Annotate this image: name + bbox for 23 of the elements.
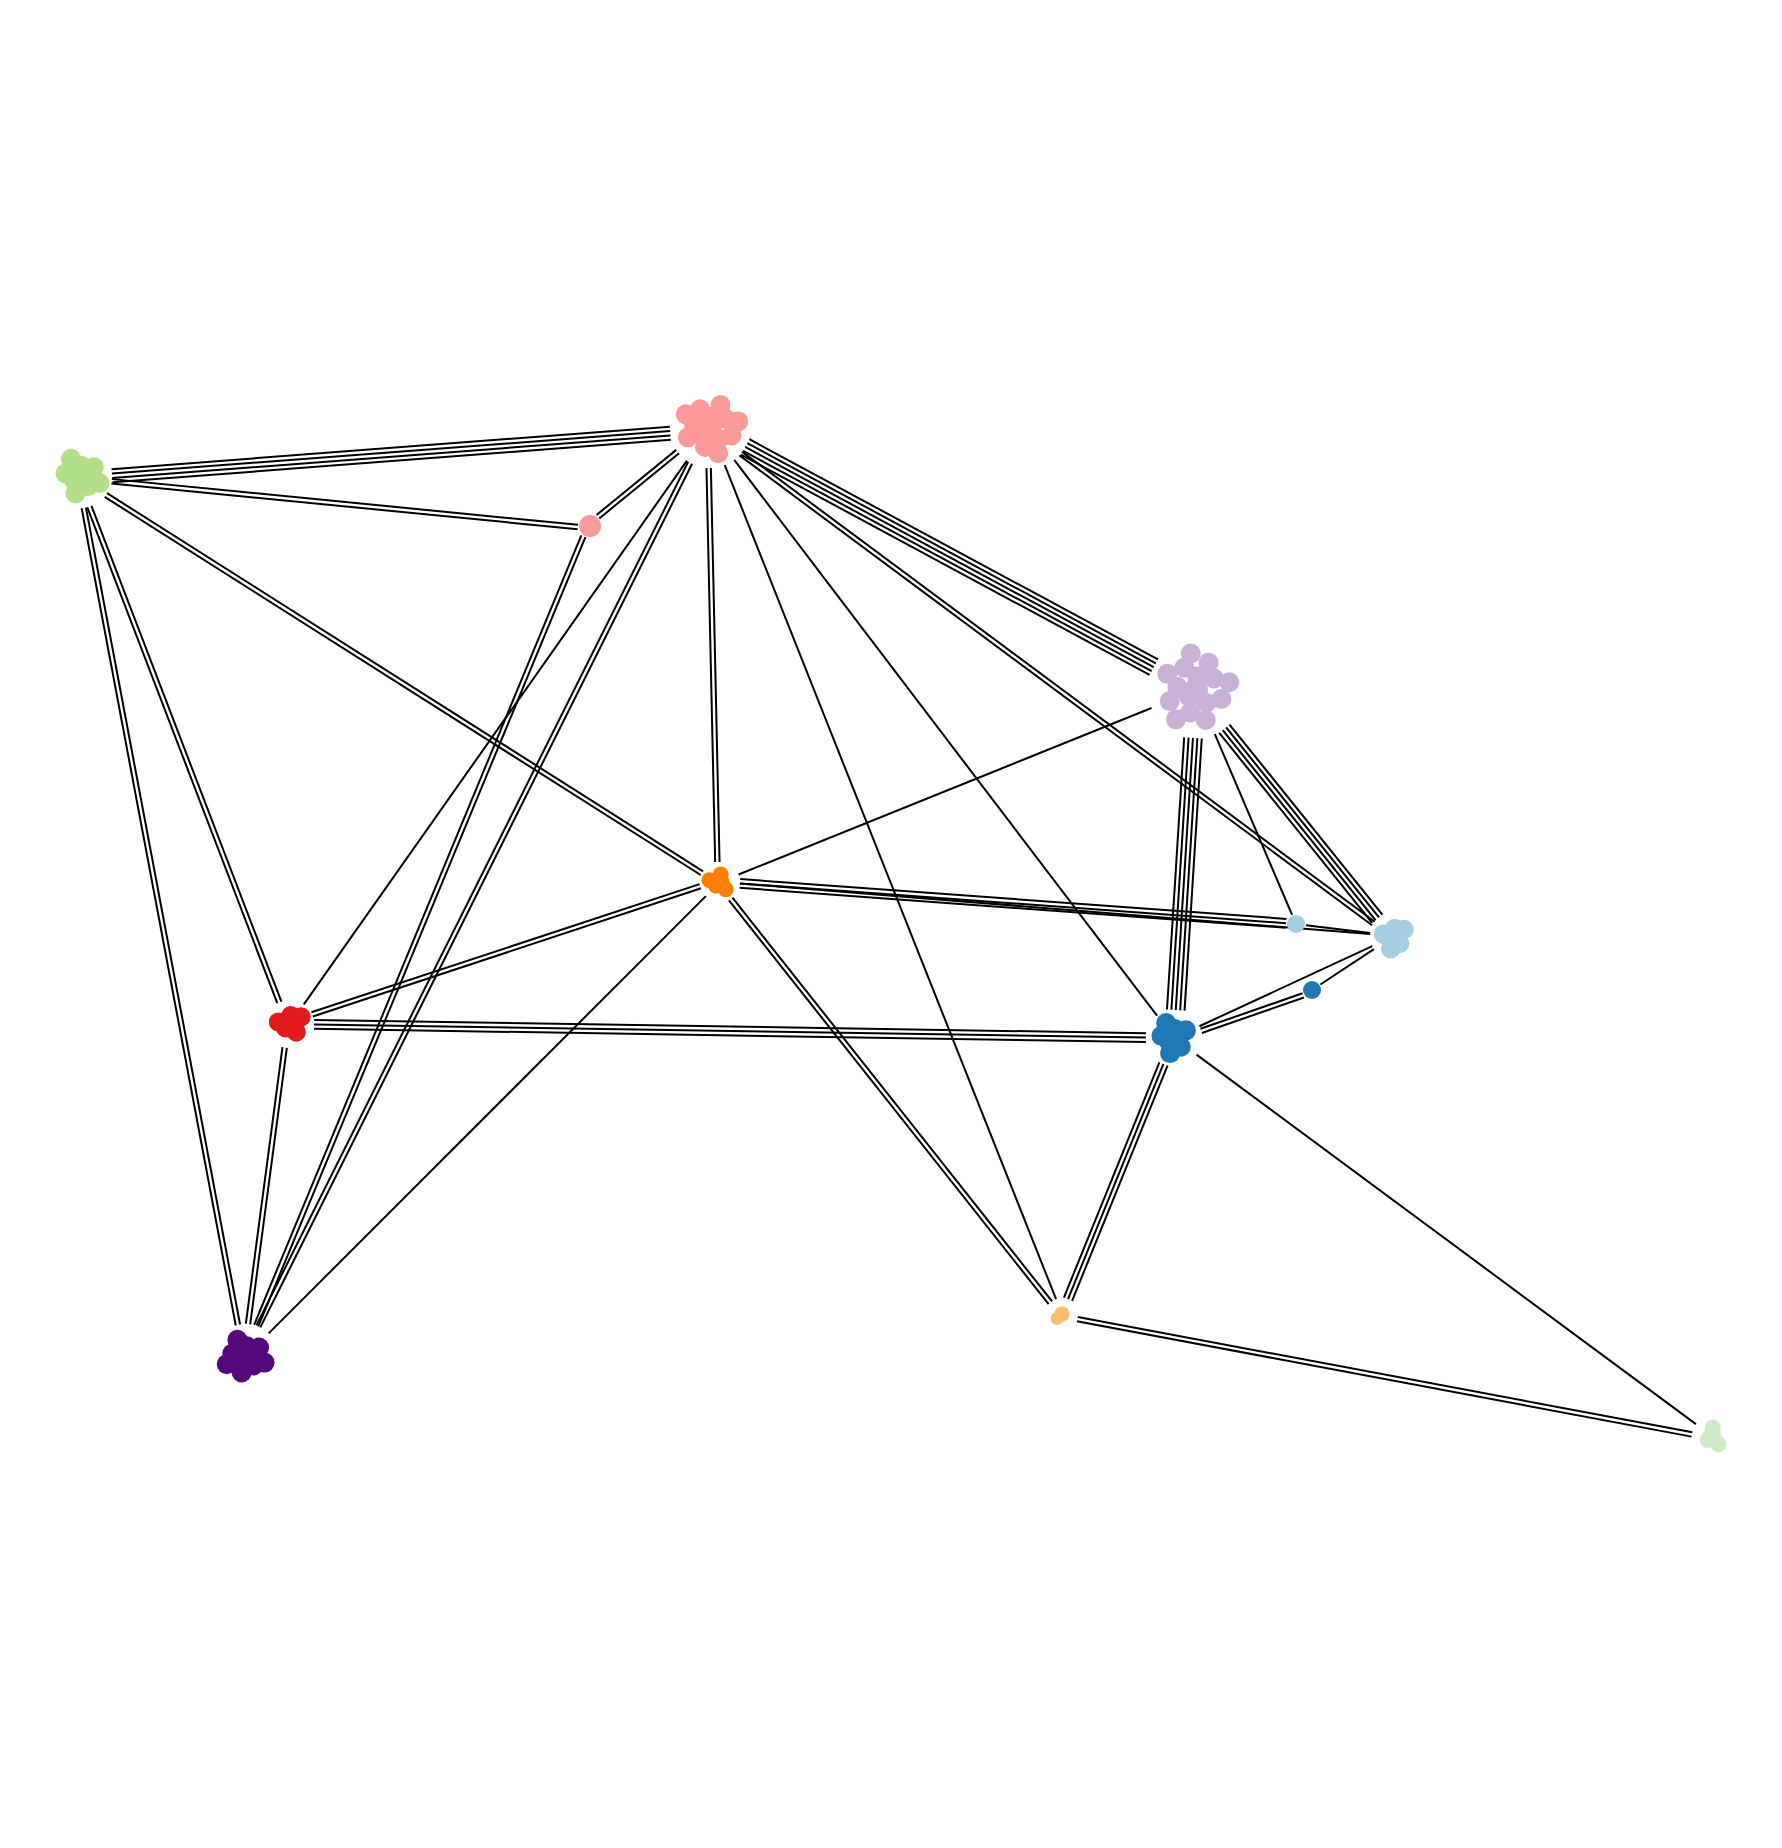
dot-cluster bbox=[266, 1000, 314, 1048]
dot-cluster bbox=[214, 1324, 278, 1388]
connector-line bbox=[705, 467, 717, 864]
connector-line bbox=[313, 1019, 1148, 1035]
connector-line bbox=[738, 882, 1372, 936]
connector-line bbox=[1195, 1053, 1697, 1426]
connector-line bbox=[709, 467, 721, 863]
dot-cluster bbox=[578, 514, 602, 538]
connector-line bbox=[1198, 945, 1374, 1028]
dot-cluster bbox=[1286, 914, 1306, 934]
connector-line bbox=[267, 895, 707, 1335]
connector-line bbox=[1319, 948, 1375, 986]
connector-line bbox=[1213, 733, 1294, 916]
connector-line bbox=[723, 464, 1058, 1301]
connector-line bbox=[313, 1023, 1147, 1039]
connector-line bbox=[312, 1027, 1147, 1043]
dot-cluster bbox=[1302, 980, 1322, 1000]
connector-line bbox=[1304, 924, 1372, 935]
dot-cluster bbox=[1146, 1010, 1202, 1066]
connector-line bbox=[733, 458, 1159, 1017]
dot-cluster bbox=[700, 862, 740, 902]
connector-line bbox=[302, 459, 688, 1006]
connector-line bbox=[737, 706, 1153, 876]
